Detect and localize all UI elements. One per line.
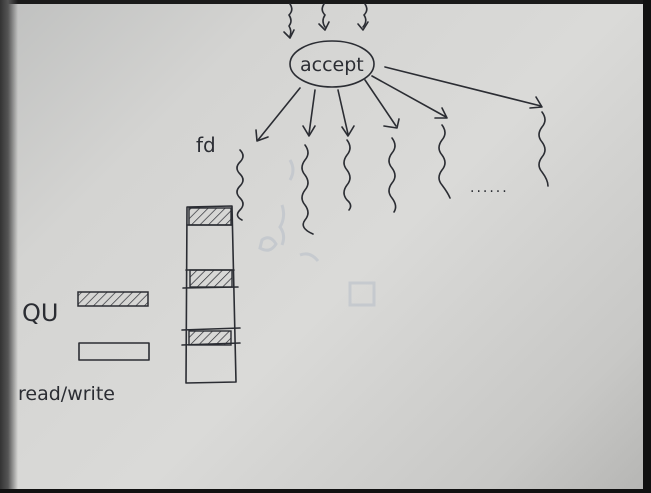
outgoing-arrows [255,66,543,142]
fd-slot-2 [189,269,233,288]
show-through-marks [258,159,376,307]
accept-node: accept [289,40,375,88]
fd-slot-1 [188,207,232,226]
accept-label: accept [300,54,364,76]
incoming-arrows [283,3,369,39]
wavy-threads [236,111,549,235]
qu-swatch [77,291,149,307]
fd-label: fd [196,133,216,157]
fd-slot-3 [188,330,232,346]
ellipsis-label: ...... [470,180,509,196]
legend: QU read/write [18,291,150,405]
photo-top-edge [0,0,651,4]
read-write-label: read/write [18,383,115,405]
read-write-swatch [78,342,150,361]
photo-right-edge [643,0,651,493]
photo-bottom-edge [0,489,651,493]
qu-label: QU [22,299,58,327]
fd-table [181,205,241,384]
photo-left-shadow [0,0,18,493]
